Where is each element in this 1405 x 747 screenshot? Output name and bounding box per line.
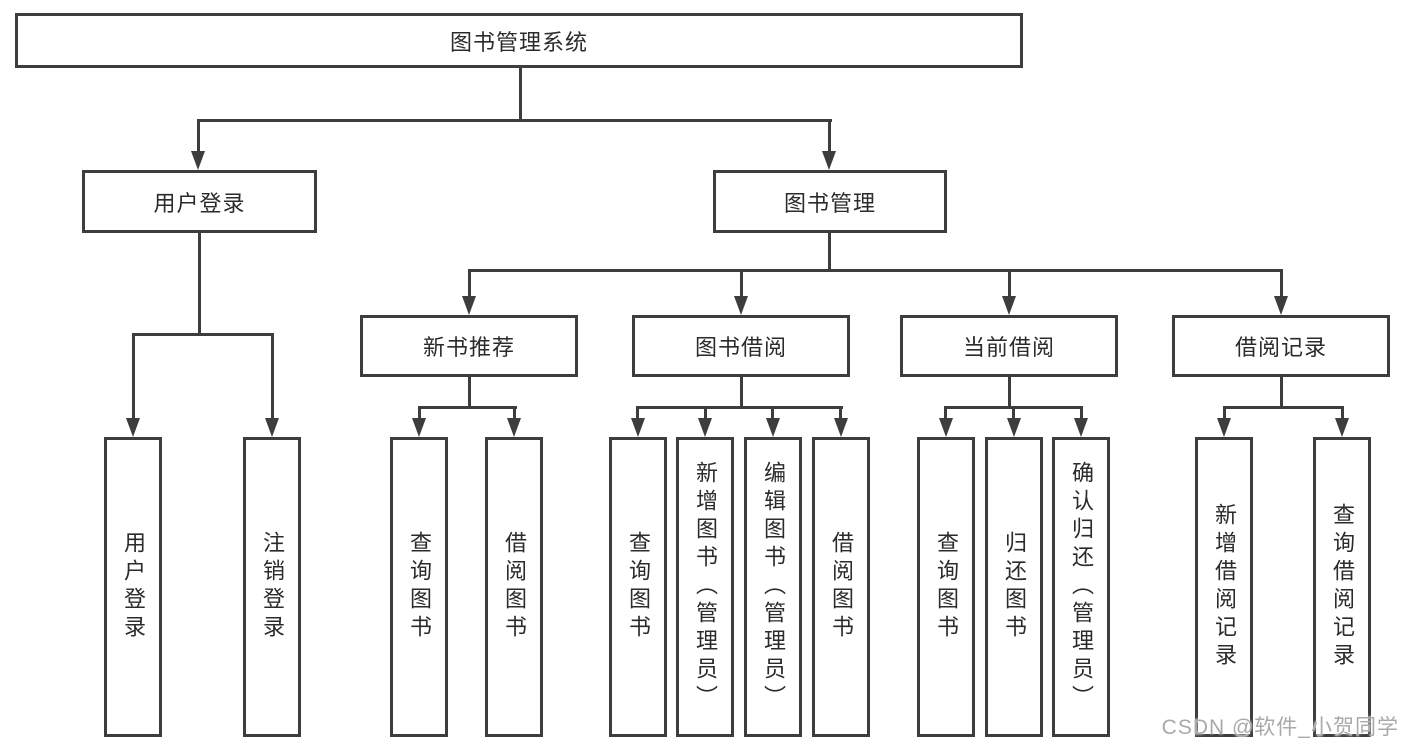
- leaf-recommend-borrow-books: 借阅图书: [485, 437, 543, 737]
- arrowhead-icon: [1007, 418, 1021, 437]
- edge-line: [519, 66, 522, 121]
- edge-line: [513, 406, 516, 422]
- edge-line: [1341, 406, 1344, 422]
- edge-line: [1223, 406, 1344, 409]
- arrowhead-icon: [1274, 296, 1288, 315]
- node-current-borrow: 当前借阅: [900, 315, 1118, 377]
- edge-line: [271, 333, 274, 421]
- leaf-borrow-query-books: 查询图书: [609, 437, 667, 737]
- edge-line: [839, 406, 842, 422]
- arrowhead-icon: [822, 151, 836, 170]
- arrowhead-icon: [1074, 418, 1088, 437]
- edge-line: [1012, 406, 1015, 422]
- node-library-system: 图书管理系统: [15, 13, 1023, 68]
- arrowhead-icon: [265, 418, 279, 437]
- leaf-user-login: 用户登录: [104, 437, 162, 737]
- edge-line: [197, 119, 832, 122]
- node-new-book-recommend: 新书推荐: [360, 315, 578, 377]
- edge-line: [704, 406, 707, 422]
- leaf-add-borrow-record: 新增借阅记录: [1195, 437, 1253, 737]
- arrowhead-icon: [1335, 418, 1349, 437]
- arrowhead-icon: [698, 418, 712, 437]
- edge-line: [740, 269, 743, 299]
- leaf-recommend-query-books: 查询图书: [390, 437, 448, 737]
- arrowhead-icon: [834, 418, 848, 437]
- leaf-confirm-return-admin: 确认归还（管理员）: [1052, 437, 1110, 737]
- edge-line: [132, 333, 135, 421]
- edge-line: [1008, 375, 1011, 409]
- edge-line: [636, 406, 843, 409]
- edge-line: [418, 406, 517, 409]
- leaf-logout: 注销登录: [243, 437, 301, 737]
- edge-line: [828, 119, 831, 154]
- leaf-current-query-books: 查询图书: [917, 437, 975, 737]
- edge-line: [1080, 406, 1083, 422]
- watermark: CSDN @软件_小贺同学: [1161, 716, 1399, 739]
- edge-line: [740, 375, 743, 409]
- arrowhead-icon: [734, 296, 748, 315]
- edge-line: [197, 119, 200, 154]
- edge-line: [468, 375, 471, 409]
- arrowhead-icon: [1217, 418, 1231, 437]
- arrowhead-icon: [766, 418, 780, 437]
- arrowhead-icon: [412, 418, 426, 437]
- arrowhead-icon: [507, 418, 521, 437]
- arrowhead-icon: [191, 151, 205, 170]
- edge-line: [418, 406, 421, 422]
- arrowhead-icon: [126, 418, 140, 437]
- edge-line: [1280, 375, 1283, 409]
- arrowhead-icon: [1002, 296, 1016, 315]
- edge-line: [468, 269, 471, 299]
- leaf-borrow-books: 借阅图书: [812, 437, 870, 737]
- edge-line: [1280, 269, 1283, 299]
- leaf-return-book: 归还图书: [985, 437, 1043, 737]
- edge-line: [828, 231, 831, 272]
- arrowhead-icon: [462, 296, 476, 315]
- leaf-add-book-admin: 新增图书（管理员）: [676, 437, 734, 737]
- arrowhead-icon: [939, 418, 953, 437]
- edge-line: [636, 406, 639, 422]
- edge-line: [468, 269, 1283, 272]
- arrowhead-icon: [631, 418, 645, 437]
- node-user-login: 用户登录: [82, 170, 317, 233]
- edge-line: [132, 333, 274, 336]
- edge-line: [1008, 269, 1011, 299]
- edge-line: [944, 406, 1083, 409]
- edge-line: [771, 406, 774, 422]
- leaf-edit-book-admin: 编辑图书（管理员）: [744, 437, 802, 737]
- node-borrow-records: 借阅记录: [1172, 315, 1390, 377]
- leaf-query-borrow-record: 查询借阅记录: [1313, 437, 1371, 737]
- edge-line: [944, 406, 947, 422]
- edge-line: [198, 231, 201, 336]
- node-book-borrow: 图书借阅: [632, 315, 850, 377]
- edge-line: [1223, 406, 1226, 422]
- node-book-management: 图书管理: [713, 170, 947, 233]
